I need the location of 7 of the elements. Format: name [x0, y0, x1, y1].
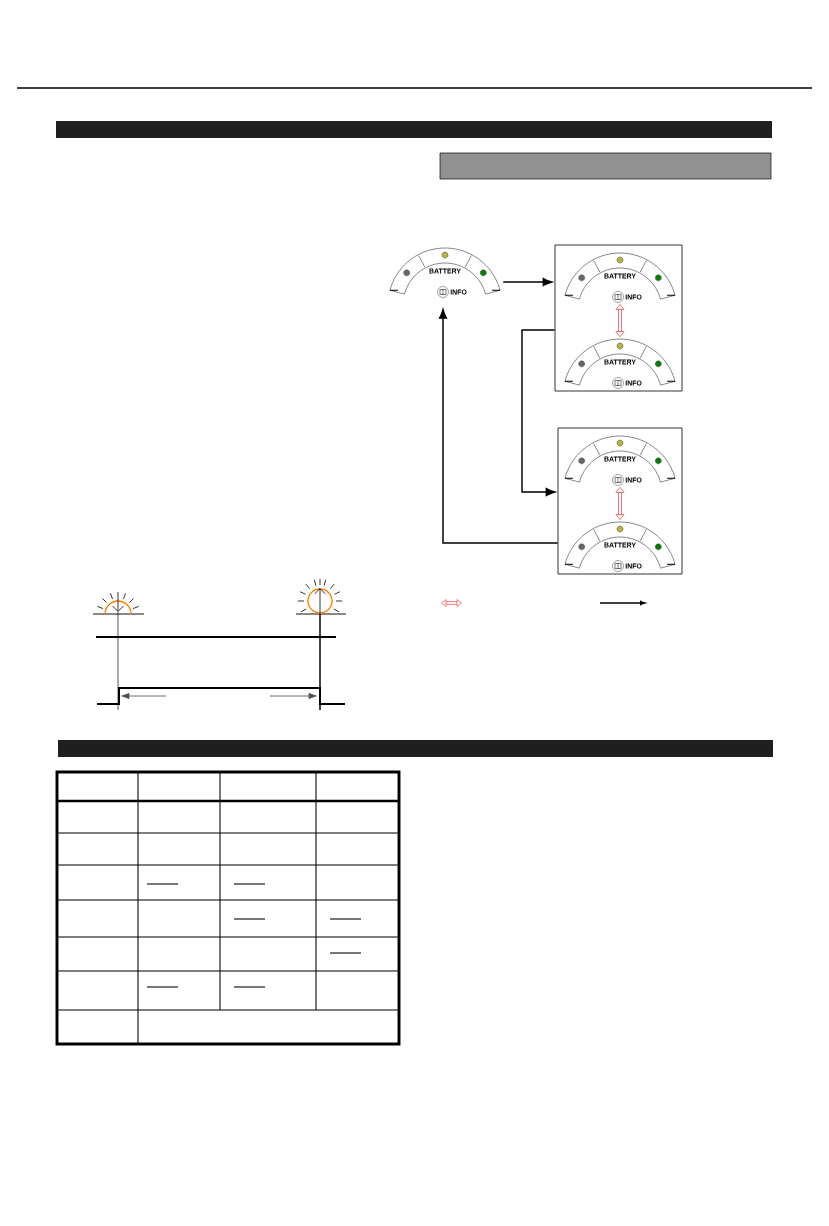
arrow — [438, 308, 559, 544]
panel-box — [554, 244, 683, 392]
arrow — [521, 329, 556, 497]
panel-box — [557, 427, 683, 575]
arrow — [615, 303, 625, 338]
arrow — [615, 486, 625, 521]
arrow — [502, 277, 553, 287]
